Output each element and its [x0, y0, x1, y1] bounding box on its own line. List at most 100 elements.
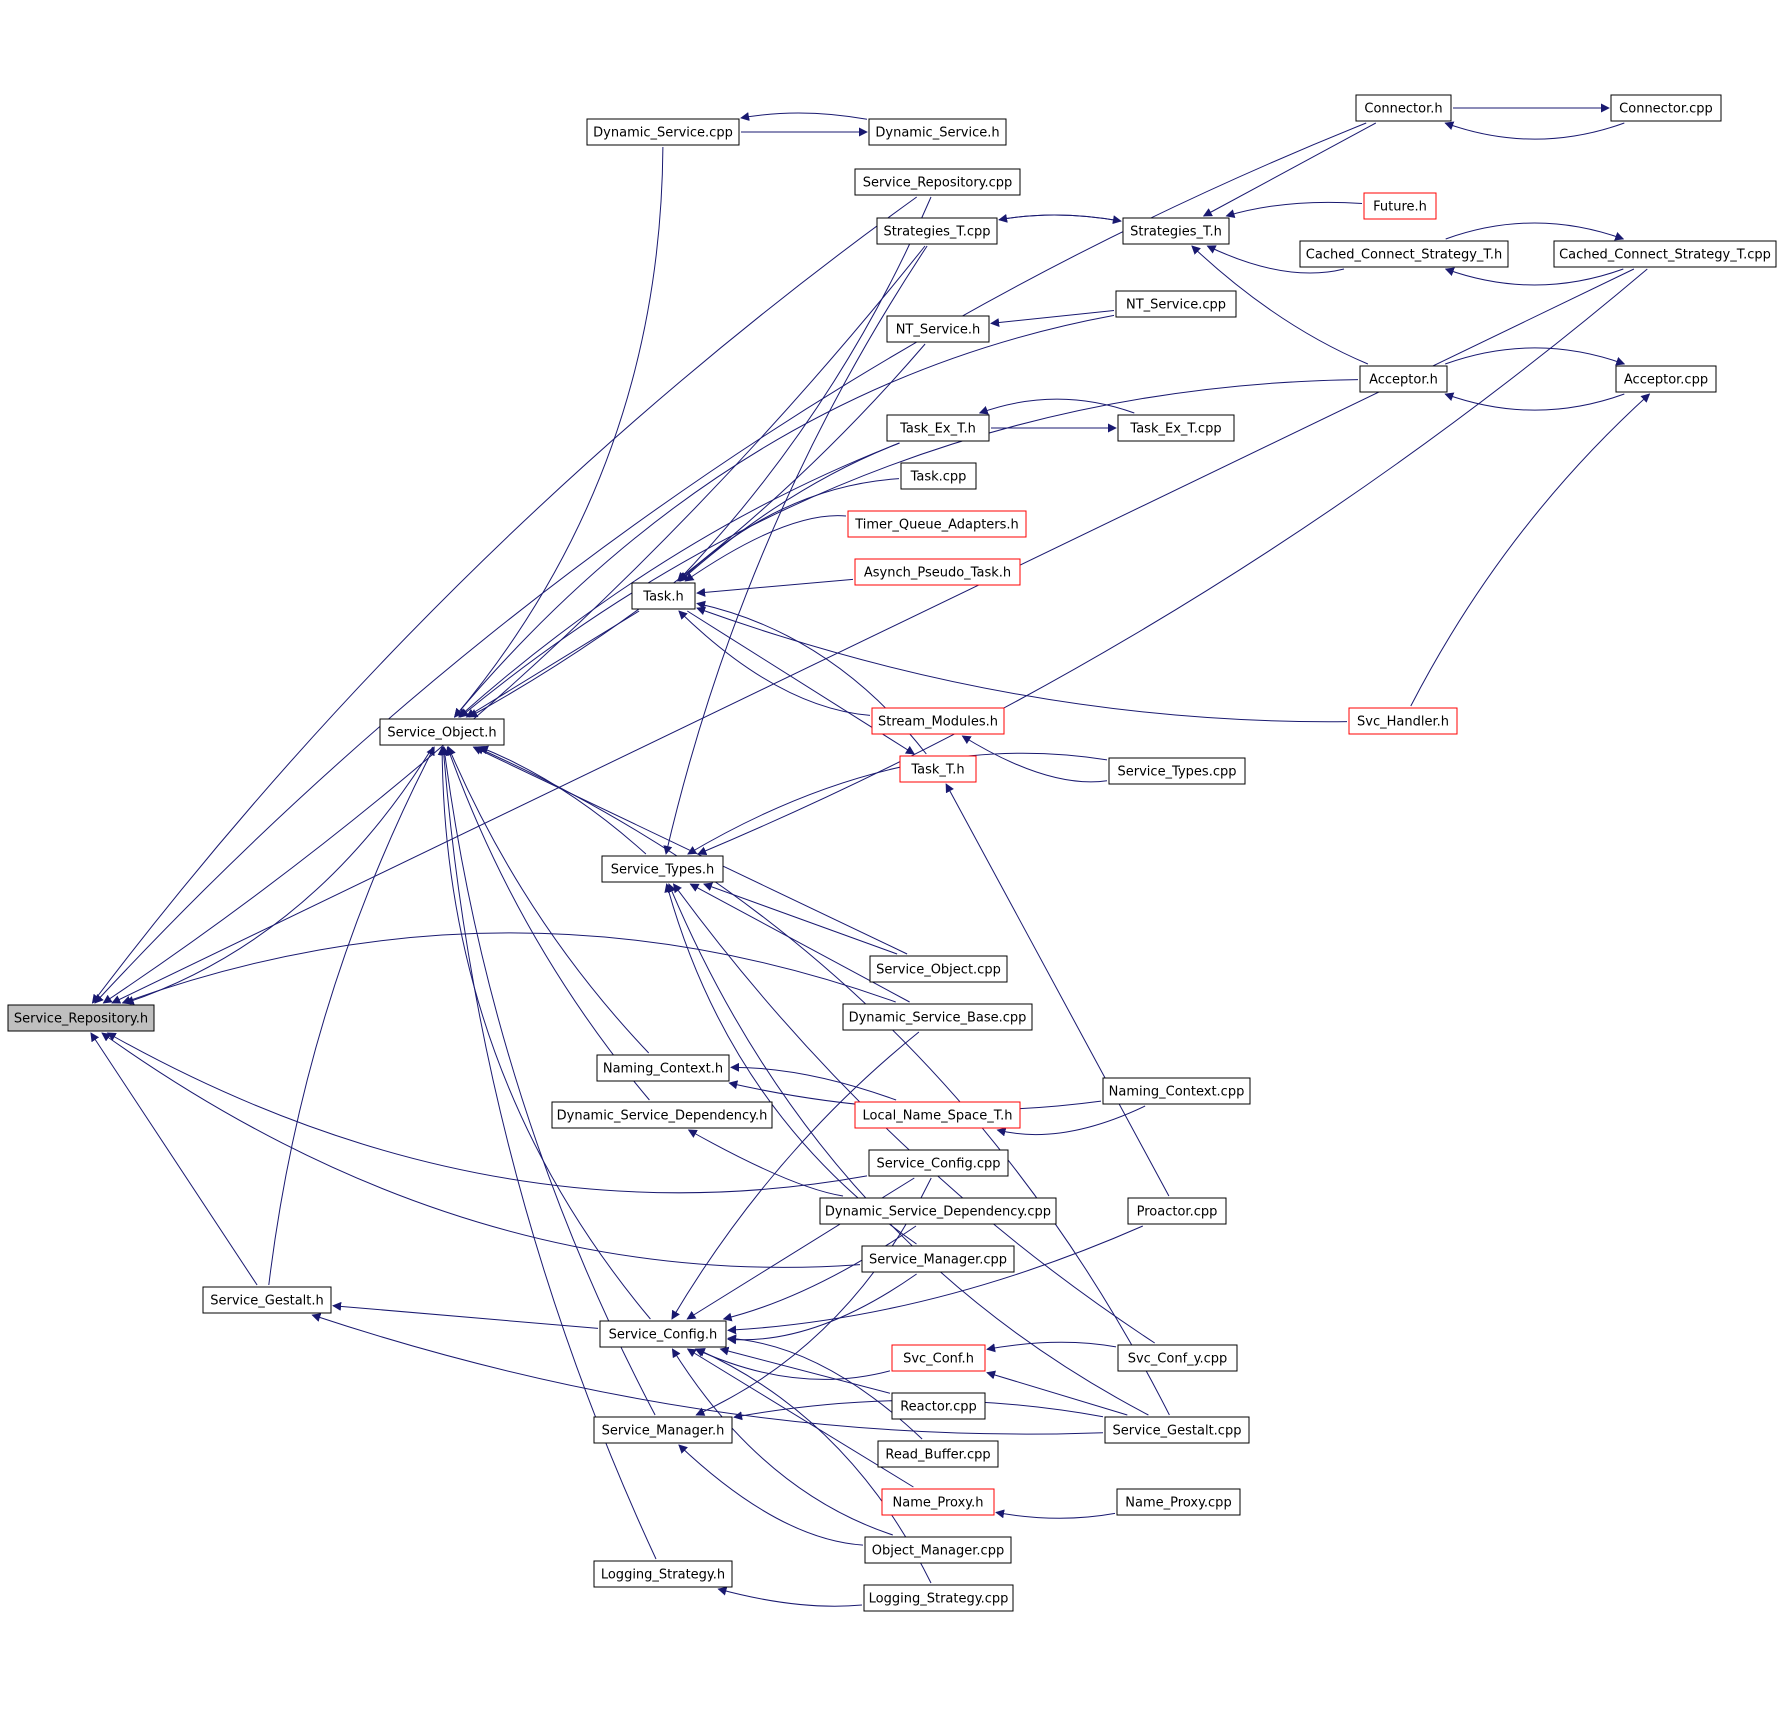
node-connector-cpp[interactable]: Connector.cpp [1610, 94, 1722, 122]
node-label: Task_Ex_T.cpp [1129, 422, 1221, 437]
node-box [601, 855, 724, 883]
node-box [886, 315, 990, 343]
node-nt-service-h[interactable]: NT_Service.h [886, 315, 990, 343]
node-box [869, 955, 1008, 983]
node-naming-context-h[interactable]: Naming_Context.h [596, 1054, 730, 1082]
node-reactor-cpp[interactable]: Reactor.cpp [891, 1392, 986, 1420]
node-svc-conf-h[interactable]: Svc_Conf.h [891, 1344, 986, 1372]
node-service-repository-h[interactable]: Service_Repository.h [7, 1004, 155, 1032]
node-task-ex-t-h[interactable]: Task_Ex_T.h [886, 414, 990, 442]
node-service-config-h[interactable]: Service_Config.h [599, 1320, 727, 1348]
node-dynamic-service-cpp[interactable]: Dynamic_Service.cpp [586, 118, 740, 146]
node-box [551, 1101, 773, 1129]
node-cached-connect-strategy-t-cpp[interactable]: Cached_Connect_Strategy_T.cpp [1553, 240, 1777, 268]
node-proactor-cpp[interactable]: Proactor.cpp [1127, 1197, 1227, 1225]
node-label: Service_Types.cpp [1118, 765, 1237, 780]
node-box [1553, 240, 1777, 268]
edge-strategies_t_cpp-to-strategies_t_h [998, 214, 1122, 225]
node-box [7, 1004, 155, 1032]
node-task-cpp[interactable]: Task.cpp [900, 462, 977, 490]
node-task-h[interactable]: Task.h [631, 582, 696, 610]
node-service-types-h[interactable]: Service_Types.h [601, 855, 724, 883]
node-dynamic-service-h[interactable]: Dynamic_Service.h [868, 118, 1007, 146]
node-service-gestalt-h[interactable]: Service_Gestalt.h [202, 1286, 332, 1314]
edge-dynamic_service_base_cpp-to-service_config_h [671, 1031, 920, 1320]
node-box [854, 168, 1021, 196]
node-label: Svc_Conf_y.cpp [1128, 1352, 1228, 1367]
node-label: Task_Ex_T.h [899, 422, 976, 437]
node-logging-strategy-cpp[interactable]: Logging_Strategy.cpp [863, 1584, 1014, 1612]
edge-service_config_h-to-service_gestalt_h [332, 1301, 599, 1329]
edge-dynamic_service_base_cpp-to-service_repository_h [121, 932, 896, 1005]
node-connector-h[interactable]: Connector.h [1355, 94, 1452, 122]
node-read-buffer-cpp[interactable]: Read_Buffer.cpp [877, 1440, 999, 1468]
edge-naming_context_h-to-service_object_h [447, 746, 650, 1054]
node-service-manager-h[interactable]: Service_Manager.h [593, 1416, 733, 1444]
node-acceptor-cpp[interactable]: Acceptor.cpp [1615, 365, 1717, 393]
node-box [854, 1101, 1021, 1129]
edge-task_ex_t_h-to-task_h [679, 442, 900, 582]
node-task-ex-t-cpp[interactable]: Task_Ex_T.cpp [1117, 414, 1235, 442]
node-name-proxy-cpp[interactable]: Name_Proxy.cpp [1116, 1488, 1241, 1516]
node-service-config-cpp[interactable]: Service_Config.cpp [868, 1149, 1009, 1177]
node-dynamic-service-base-cpp[interactable]: Dynamic_Service_Base.cpp [842, 1003, 1033, 1031]
node-label: Future.h [1373, 200, 1427, 215]
node-label: Dynamic_Service_Base.cpp [849, 1011, 1027, 1026]
node-service-types-cpp[interactable]: Service_Types.cpp [1108, 757, 1246, 785]
edge-task_ex_t_cpp-to-task_ex_t_h [978, 398, 1135, 415]
node-timer-queue-adapters-h[interactable]: Timer_Queue_Adapters.h [847, 510, 1027, 538]
edge-service_repository_cpp-to-service_repository_h [91, 196, 917, 1004]
node-logging-strategy-h[interactable]: Logging_Strategy.h [593, 1560, 733, 1588]
node-local-name-space-t-h[interactable]: Local_Name_Space_T.h [854, 1101, 1021, 1129]
node-label: Service_Gestalt.h [210, 1294, 324, 1309]
node-service-object-h[interactable]: Service_Object.h [379, 718, 505, 746]
node-svc-conf-y-cpp[interactable]: Svc_Conf_y.cpp [1117, 1344, 1238, 1372]
node-dynamic-service-dependency-cpp[interactable]: Dynamic_Service_Dependency.cpp [819, 1197, 1057, 1225]
node-dynamic-service-dependency-h[interactable]: Dynamic_Service_Dependency.h [551, 1101, 773, 1129]
node-box [1115, 290, 1237, 318]
node-service-manager-cpp[interactable]: Service_Manager.cpp [861, 1245, 1015, 1273]
edge-task_cpp-to-task_h [678, 478, 900, 582]
node-label: Service_Object.cpp [876, 963, 1001, 978]
node-object-manager-cpp[interactable]: Object_Manager.cpp [864, 1536, 1012, 1564]
node-box [1116, 1488, 1241, 1516]
node-asynch-pseudo-task-h[interactable]: Asynch_Pseudo_Task.h [854, 558, 1021, 586]
node-box [599, 1320, 727, 1348]
node-label: Name_Proxy.h [893, 1496, 984, 1511]
node-label: Svc_Handler.h [1357, 715, 1449, 730]
node-acceptor-h[interactable]: Acceptor.h [1359, 365, 1448, 393]
node-task-t-h[interactable]: Task_T.h [899, 755, 977, 783]
node-label: Dynamic_Service.cpp [593, 126, 733, 141]
node-name-proxy-h[interactable]: Name_Proxy.h [881, 1488, 995, 1516]
node-strategies-t-h[interactable]: Strategies_T.h [1122, 217, 1230, 245]
node-stream-modules-h[interactable]: Stream_Modules.h [871, 707, 1005, 735]
node-box [1348, 707, 1458, 735]
edge-cached_connect_strategy_t_h-to-strategies_t_h [1206, 245, 1345, 274]
node-label: Service_Repository.cpp [863, 176, 1013, 191]
edge-reactor_cpp-to-service_config_h [719, 1346, 891, 1394]
node-naming-context-cpp[interactable]: Naming_Context.cpp [1102, 1077, 1251, 1105]
node-box [1355, 94, 1452, 122]
node-svc-handler-h[interactable]: Svc_Handler.h [1348, 707, 1458, 735]
edge-cached_connect_strategy_t_h-to-cached_connect_strategy_t_cpp [1445, 222, 1625, 241]
node-box [1102, 1077, 1251, 1105]
node-cached-connect-strategy-t-h[interactable]: Cached_Connect_Strategy_T.h [1299, 240, 1509, 268]
node-box [871, 707, 1005, 735]
edge-acceptor_h-to-strategies_t_h [1191, 245, 1369, 365]
edge-object_manager_cpp-to-service_manager_h [678, 1444, 864, 1546]
edge-dynamic_service_dependency_cpp-to-dynamic_service_dependency_h [687, 1129, 844, 1197]
node-service-repository-cpp[interactable]: Service_Repository.cpp [854, 168, 1021, 196]
edge-service_config_cpp-to-service_repository_h [106, 1032, 868, 1194]
node-service-object-cpp[interactable]: Service_Object.cpp [869, 955, 1008, 983]
node-box [842, 1003, 1033, 1031]
node-label: Local_Name_Space_T.h [863, 1109, 1013, 1124]
node-label: Connector.h [1364, 102, 1442, 117]
node-service-gestalt-cpp[interactable]: Service_Gestalt.cpp [1104, 1416, 1250, 1444]
node-box [863, 1584, 1014, 1612]
node-future-h[interactable]: Future.h [1363, 192, 1437, 220]
node-strategies-t-cpp[interactable]: Strategies_T.cpp [876, 217, 998, 245]
edge-dynamic_service_dependency_h-to-service_object_h [445, 746, 650, 1101]
node-nt-service-cpp[interactable]: NT_Service.cpp [1115, 290, 1237, 318]
node-box [631, 582, 696, 610]
